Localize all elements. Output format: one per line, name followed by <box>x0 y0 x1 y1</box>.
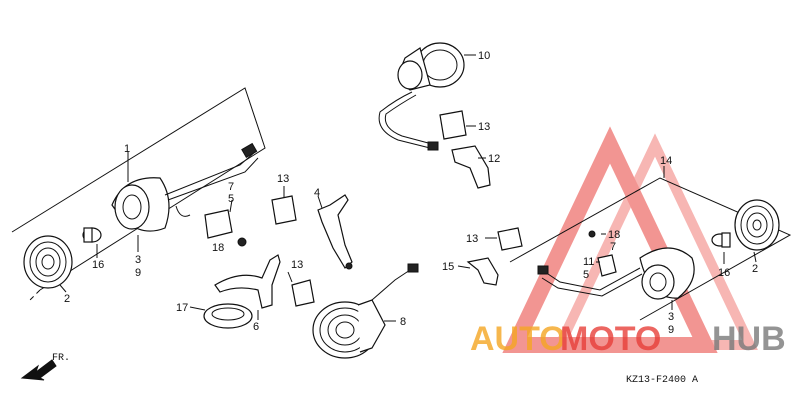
watermark-auto: AUTO <box>470 320 566 358</box>
group-1-dash <box>29 289 41 301</box>
callout-11: 11 <box>583 256 594 268</box>
reflector-13-c <box>439 110 467 140</box>
callout-7-right: 7 <box>610 241 616 253</box>
reflector-13-a <box>271 195 297 225</box>
watermark-hub: HUB <box>712 320 786 358</box>
bracket-4-part <box>317 194 353 270</box>
callout-9-left: 9 <box>135 267 141 279</box>
callout-18-left: 18 <box>212 242 224 254</box>
callout-7-left: 7 <box>228 181 234 193</box>
left-bulb-part <box>82 227 102 243</box>
watermark-text: AUTO MOTO HUB <box>470 320 786 358</box>
watermark-moto: MOTO <box>560 320 661 358</box>
right-bulb-part <box>711 232 731 248</box>
callout-1: 1 <box>124 143 130 155</box>
callout-labels: 1 2 3 9 4 5 6 7 8 10 11 12 13 13 13 13 1… <box>64 50 758 336</box>
bracket-12-part <box>451 145 491 189</box>
right-lens-part <box>734 199 780 251</box>
callout-10: 10 <box>478 50 490 62</box>
callout-12: 12 <box>488 153 500 165</box>
left-housing-part <box>111 142 259 232</box>
callout-6: 6 <box>253 321 259 333</box>
callout-5-left: 5 <box>228 193 234 205</box>
direction-label: FR. <box>52 353 70 364</box>
callout-2-left: 2 <box>64 293 70 305</box>
left-bracket-part <box>204 209 247 247</box>
lamp-8-part <box>312 263 419 359</box>
grommet-17-part <box>203 303 253 329</box>
group-14-outline <box>509 177 792 321</box>
right-housing-part <box>537 247 695 300</box>
callout-16-left: 16 <box>92 259 104 271</box>
bracket-6-part <box>214 254 281 309</box>
callout-3-right: 3 <box>668 311 674 323</box>
front-direction-arrow: FR. <box>20 353 70 381</box>
bracket-15-part <box>466 257 499 286</box>
callout-13-a: 13 <box>277 173 289 185</box>
reflector-13-b <box>291 279 315 307</box>
callout-15: 15 <box>442 261 454 273</box>
reflector-13-d <box>497 227 523 251</box>
callout-4: 4 <box>314 187 320 199</box>
bracket-11-part <box>588 230 617 277</box>
callout-8: 8 <box>400 316 406 328</box>
left-lens-part <box>23 235 73 289</box>
callout-13-b: 13 <box>291 259 303 271</box>
lamp-10-part <box>378 42 465 151</box>
callout-9-right: 9 <box>668 324 674 336</box>
watermark-triangle-logo <box>502 126 758 353</box>
callout-5-right: 5 <box>583 269 589 281</box>
callout-2-right: 2 <box>752 263 758 275</box>
callout-14: 14 <box>660 155 672 167</box>
leader-2 <box>59 284 67 293</box>
callout-13-c: 13 <box>478 121 490 133</box>
part-code: KZ13-F2400 A <box>626 375 698 386</box>
callout-16-right: 16 <box>718 267 730 279</box>
callout-3-left: 3 <box>135 254 141 266</box>
leader-lines <box>96 54 757 322</box>
callout-17: 17 <box>176 302 188 314</box>
callout-18-right: 18 <box>608 229 620 241</box>
callout-13-d: 13 <box>466 233 478 245</box>
